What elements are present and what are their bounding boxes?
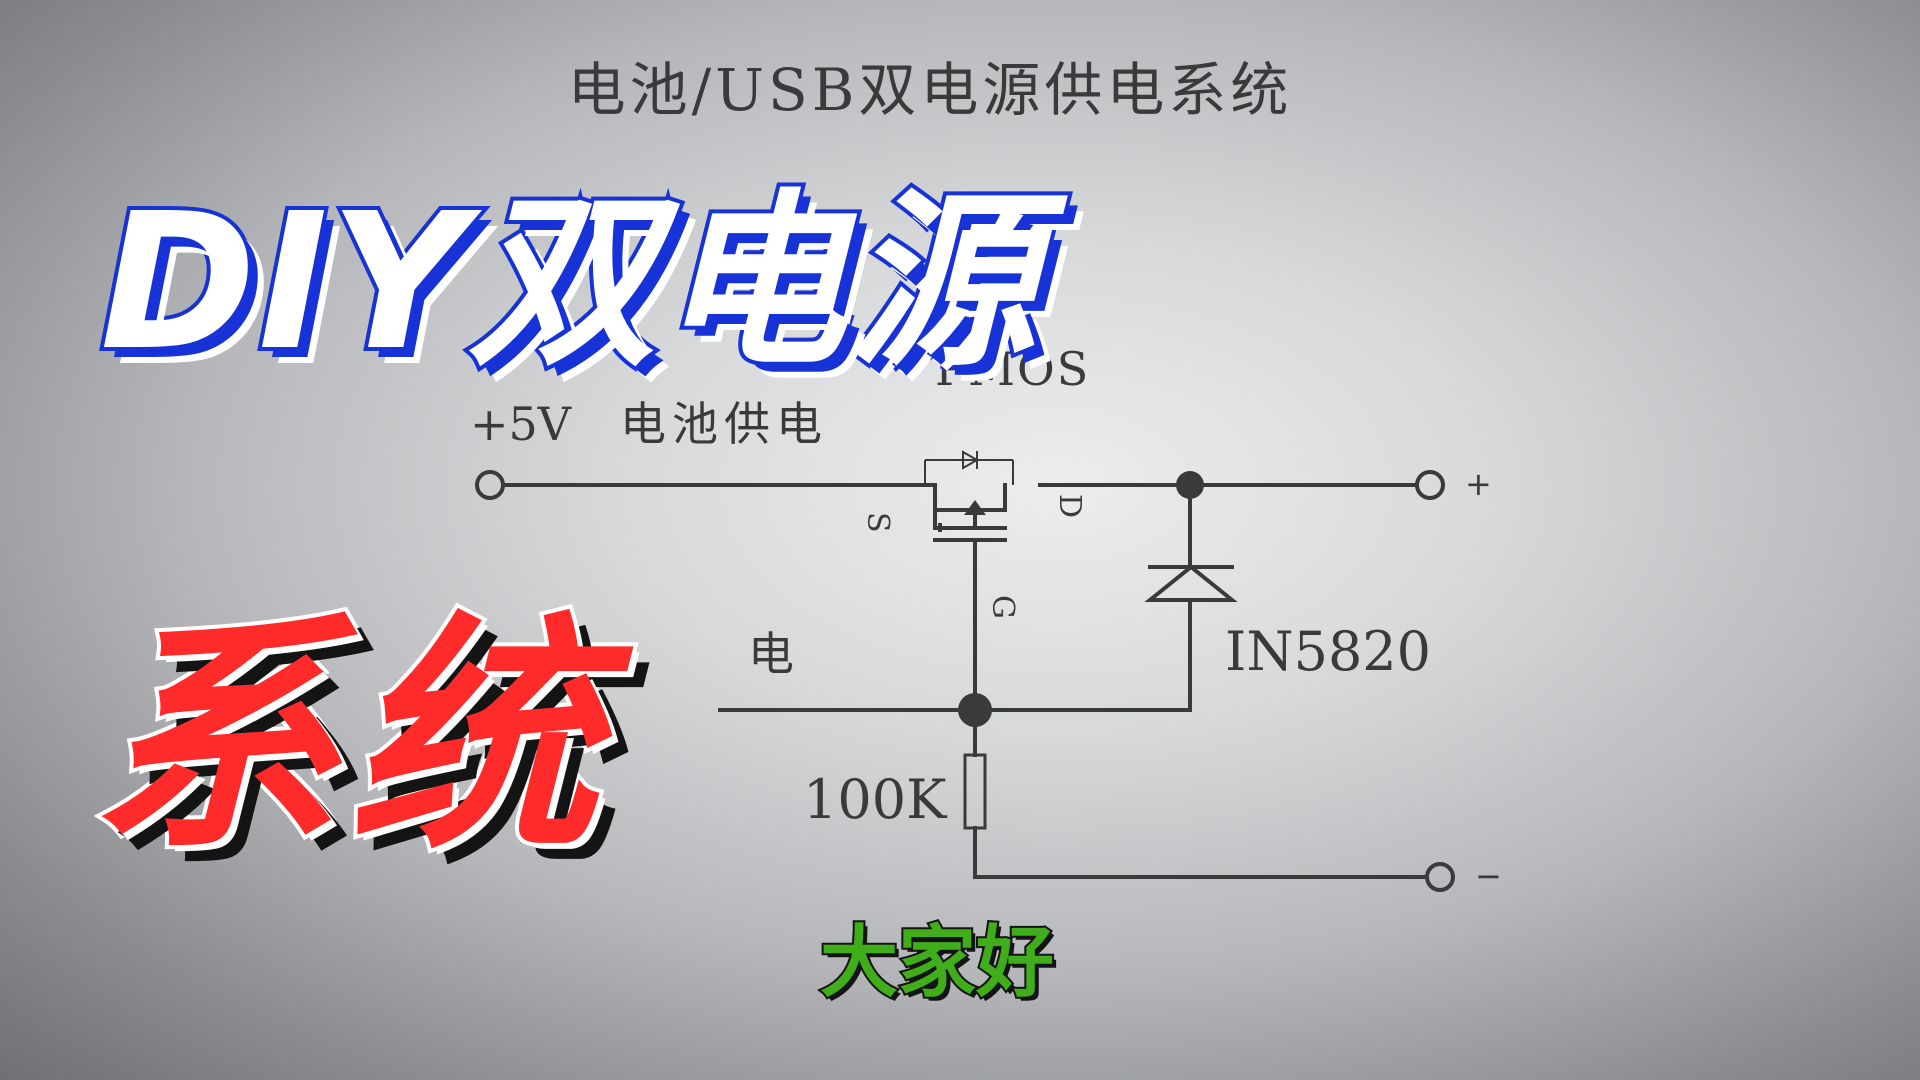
pin-s-label: S (860, 512, 895, 533)
diagram-title: 电池/USB双电源供电系统 (568, 56, 1293, 124)
subtitle-text: 系统 (86, 588, 606, 887)
mid-junction-dot (958, 693, 992, 727)
greeting-caption: 大家好 (818, 916, 1056, 1010)
resistor-label: 100K (803, 768, 948, 831)
input-top-terminal (475, 470, 505, 500)
diode-label: IN5820 (1225, 620, 1431, 683)
pin-d-label: D (1052, 494, 1087, 518)
input-top-label: +5V (470, 397, 572, 451)
pmos-label: PMOS (935, 342, 1090, 396)
pin-g-label: G (985, 595, 1020, 619)
output-plus-label: + (1465, 465, 1492, 503)
diode-in5820 (1144, 483, 1238, 712)
pmos-transistor (924, 450, 1014, 710)
output-plus-terminal (1415, 470, 1445, 500)
resistor-100k (963, 753, 987, 830)
usb-partial-label: 电 (748, 627, 794, 681)
battery-supply-label: 电池供电 (620, 397, 828, 451)
output-minus-terminal (1425, 862, 1455, 892)
output-minus-label: − (1475, 857, 1502, 895)
headline-text: DIY双电源 (96, 169, 1040, 396)
